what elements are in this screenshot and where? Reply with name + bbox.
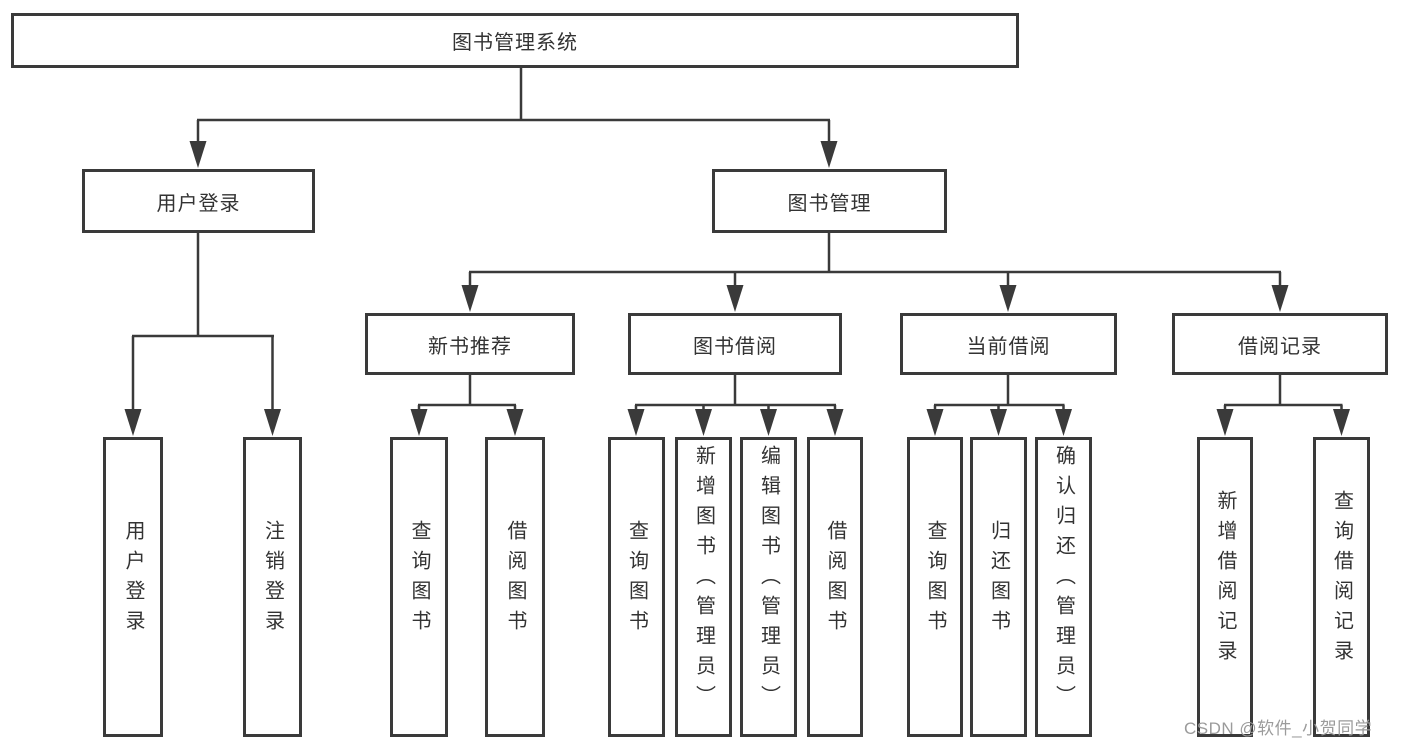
node-label: 用户登录 bbox=[156, 192, 241, 215]
node-book-borrowing: 图书借阅 bbox=[628, 313, 842, 375]
node-label: 借阅记录 bbox=[1238, 335, 1322, 358]
node-new-book-recommend: 新书推荐 bbox=[365, 313, 575, 375]
arrowheads bbox=[124, 141, 1350, 436]
node-label: 确认归还（管理员） bbox=[1052, 445, 1075, 715]
leaf-query-borrow-record: 查询借阅记录 bbox=[1313, 437, 1370, 737]
leaf-borrow-books-recommend: 借阅图书 bbox=[485, 437, 545, 737]
leaf-query-books-current: 查询图书 bbox=[907, 437, 963, 737]
arrow-down-icon bbox=[1055, 409, 1072, 436]
leaf-query-books-recommend: 查询图书 bbox=[390, 437, 448, 737]
node-user-login: 用户登录 bbox=[82, 169, 315, 233]
leaf-confirm-return-admin: 确认归还（管理员） bbox=[1035, 437, 1092, 737]
node-label: 查询图书 bbox=[625, 520, 648, 640]
node-current-borrowing: 当前借阅 bbox=[900, 313, 1117, 375]
node-label: 当前借阅 bbox=[966, 335, 1051, 358]
arrow-down-icon bbox=[760, 409, 777, 436]
node-label: 图书借阅 bbox=[693, 335, 777, 358]
arrow-down-icon bbox=[990, 409, 1007, 436]
leaf-user-login: 用户登录 bbox=[103, 437, 163, 737]
node-label: 查询借阅记录 bbox=[1330, 490, 1353, 670]
leaf-query-books-borrow: 查询图书 bbox=[608, 437, 665, 737]
node-root-system: 图书管理系统 bbox=[11, 13, 1019, 68]
node-label: 新增借阅记录 bbox=[1214, 490, 1236, 670]
arrow-down-icon bbox=[695, 409, 712, 436]
arrow-down-icon bbox=[506, 409, 524, 436]
node-label: 新增图书（管理员） bbox=[692, 445, 715, 715]
arrow-down-icon bbox=[461, 285, 479, 312]
arrow-down-icon bbox=[1333, 409, 1350, 436]
arrow-down-icon bbox=[189, 141, 207, 168]
arrow-down-icon bbox=[627, 409, 645, 436]
node-label: 新书推荐 bbox=[428, 335, 512, 358]
arrow-down-icon bbox=[410, 409, 428, 436]
arrow-down-icon bbox=[1271, 285, 1289, 312]
arrow-down-icon bbox=[926, 409, 944, 436]
leaf-add-borrow-record: 新增借阅记录 bbox=[1197, 437, 1253, 737]
arrow-down-icon bbox=[264, 409, 281, 436]
arrow-down-icon bbox=[820, 141, 838, 168]
node-label: 图书管理系统 bbox=[452, 32, 578, 54]
node-label: 查询图书 bbox=[924, 520, 946, 640]
arrow-down-icon bbox=[1216, 409, 1234, 436]
node-label: 图书管理 bbox=[787, 192, 872, 215]
arrow-down-icon bbox=[999, 285, 1017, 312]
node-label: 借阅图书 bbox=[824, 520, 846, 640]
leaf-borrow-books: 借阅图书 bbox=[807, 437, 863, 737]
leaf-return-books: 归还图书 bbox=[970, 437, 1027, 737]
leaf-logout: 注销登录 bbox=[243, 437, 302, 737]
node-label: 查询图书 bbox=[408, 520, 430, 640]
leaf-add-books-admin: 新增图书（管理员） bbox=[675, 437, 732, 737]
node-book-management: 图书管理 bbox=[712, 169, 947, 233]
node-label: 编辑图书（管理员） bbox=[757, 445, 780, 715]
node-borrowing-records: 借阅记录 bbox=[1172, 313, 1388, 375]
node-label: 借阅图书 bbox=[504, 520, 526, 640]
arrow-down-icon bbox=[726, 285, 744, 312]
leaf-edit-books-admin: 编辑图书（管理员） bbox=[740, 437, 797, 737]
arrow-down-icon bbox=[826, 409, 844, 436]
node-label: 归还图书 bbox=[987, 520, 1010, 640]
node-label: 注销登录 bbox=[261, 520, 284, 640]
arrow-down-icon bbox=[124, 409, 142, 436]
watermark: CSDN @软件_小贺同学 bbox=[1184, 719, 1373, 738]
node-label: 用户登录 bbox=[122, 520, 144, 640]
